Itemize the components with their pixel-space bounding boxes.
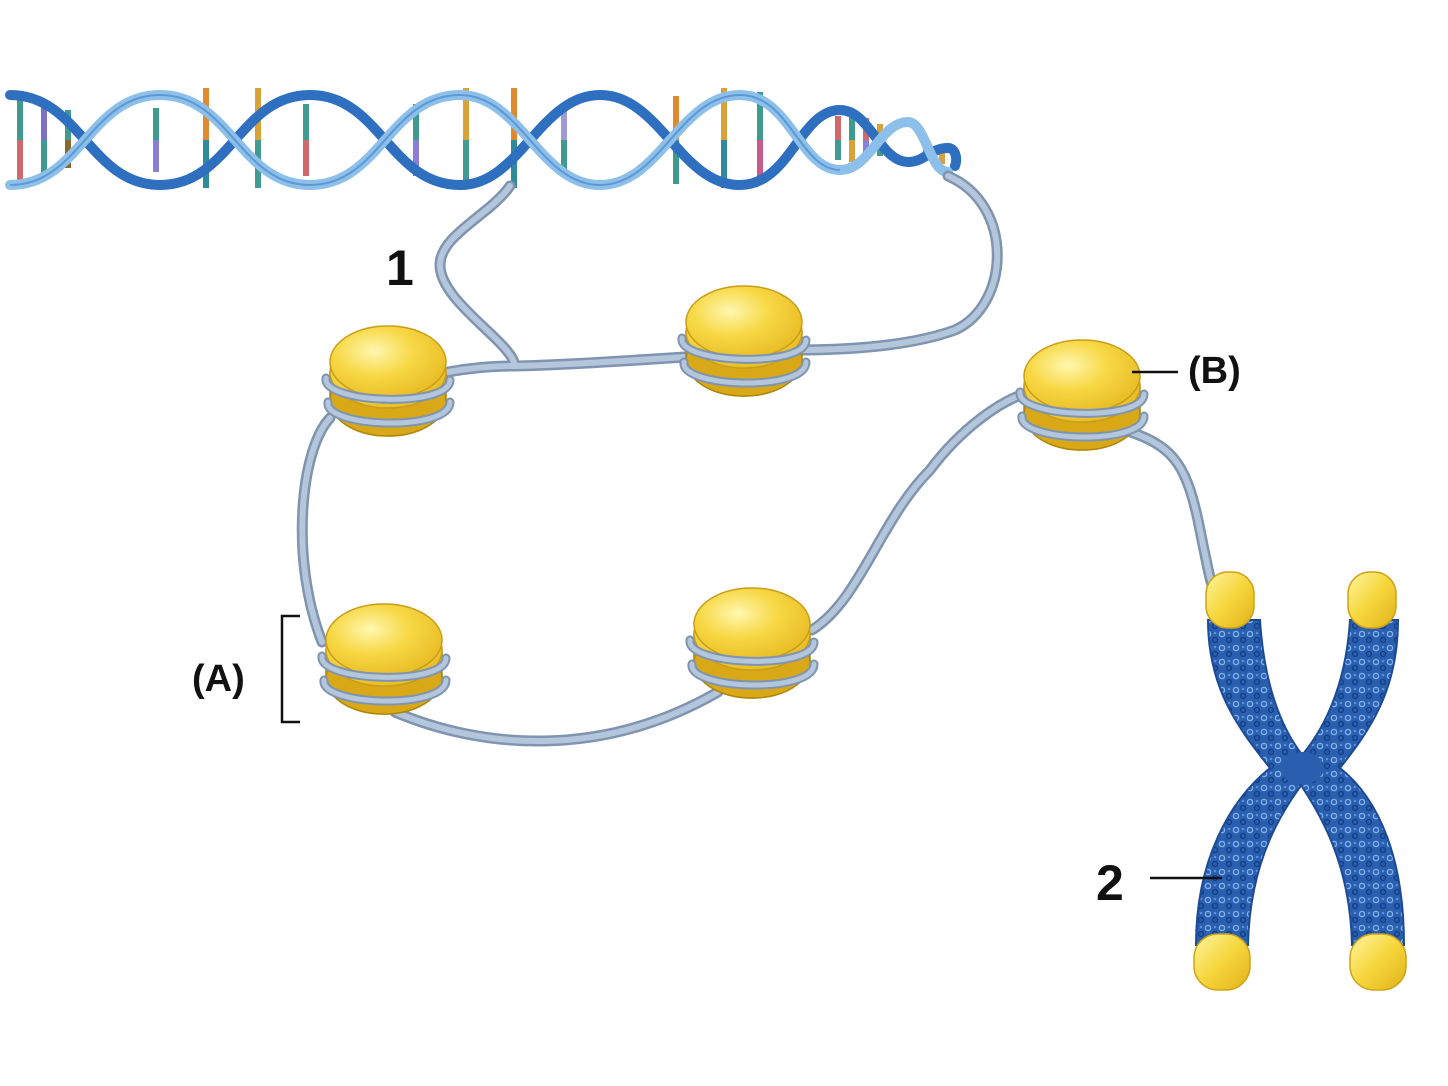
linker-dna (296, 170, 1218, 747)
dna-double-helix (5, 88, 962, 191)
label-leaders (280, 370, 1222, 880)
label-b: (B) (1188, 350, 1241, 392)
chromosome (1193, 571, 1407, 991)
chromatid-right (1288, 619, 1406, 946)
nucleosome (326, 326, 450, 436)
histone-core (1020, 340, 1144, 450)
nucleosome (690, 588, 814, 698)
label-a: (A) (192, 658, 245, 700)
telomere (1205, 571, 1255, 629)
label-2: 2 (1096, 855, 1124, 911)
bracket-a (280, 614, 300, 724)
nucleosome (682, 286, 806, 396)
histone-core (322, 604, 446, 714)
telomere (1193, 933, 1251, 991)
dna-strand-front (5, 89, 953, 191)
histone-core (690, 588, 814, 698)
label-1: 1 (386, 240, 414, 296)
histone-core (682, 286, 806, 396)
nucleosome (322, 604, 446, 714)
centromere (1280, 752, 1324, 784)
nucleosome (1020, 340, 1144, 450)
dna-strand-back (5, 89, 962, 191)
histone-core (326, 326, 450, 436)
telomere (1349, 933, 1407, 991)
telomere (1347, 571, 1397, 629)
